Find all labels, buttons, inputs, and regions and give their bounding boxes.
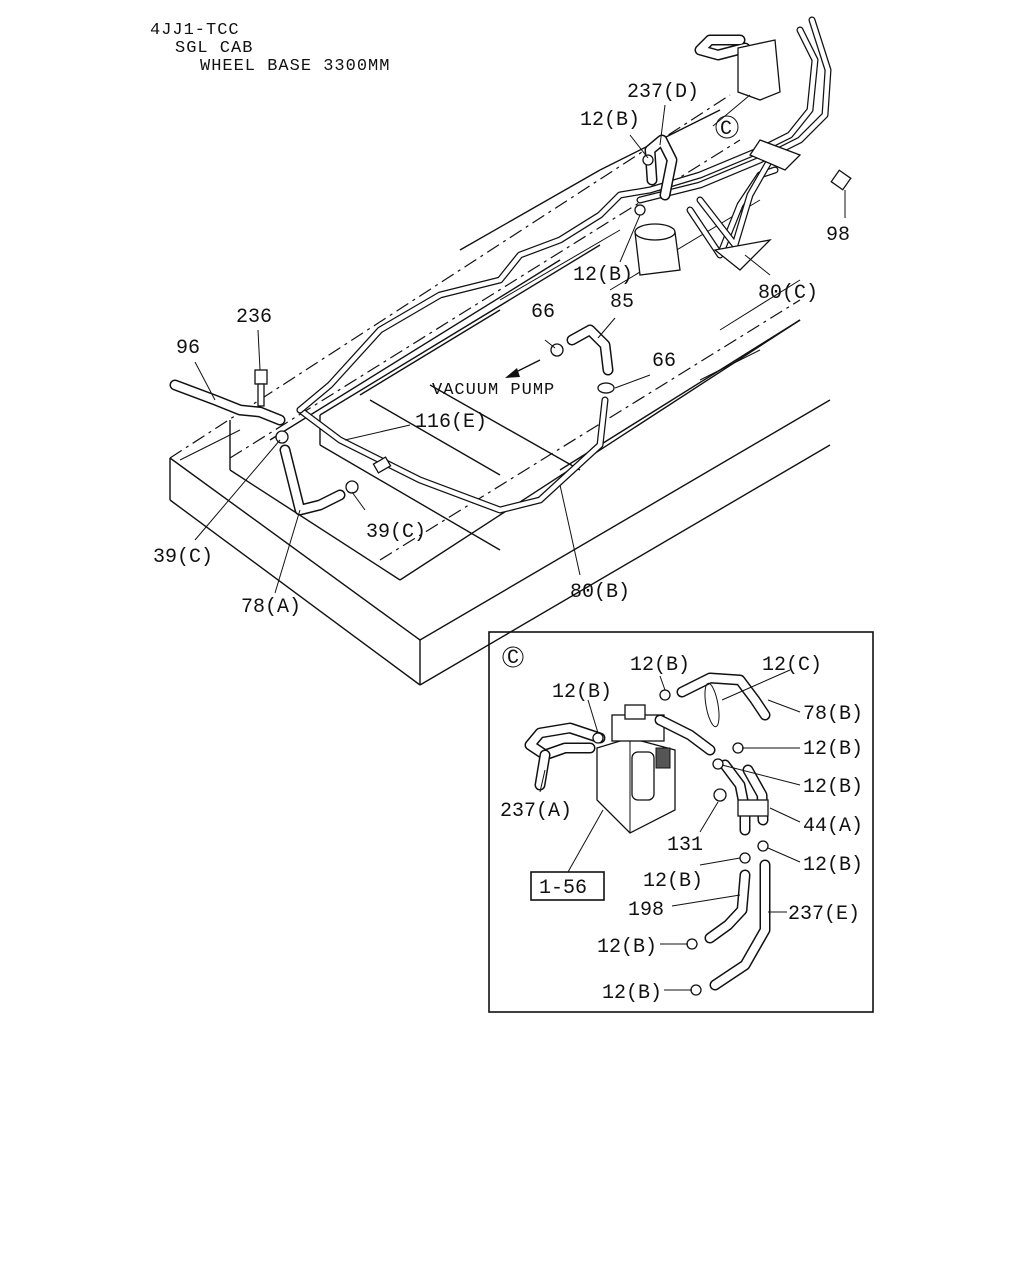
clamp-12b-h-icon (690, 984, 702, 996)
detail-label-12b-e: 12(B) (803, 854, 863, 877)
detail-label-237a: 237(A) (500, 800, 572, 823)
label-39c-right: 39(C) (366, 521, 426, 544)
main-small-parts (254, 39, 852, 494)
clamp-12b-g-icon (686, 938, 698, 950)
detail-label-131: 131 (667, 834, 703, 857)
tee-44a-icon (737, 799, 769, 817)
detail-c-panel-marker-icon (502, 646, 524, 668)
detail-c-panel: C (488, 631, 874, 1013)
label-80c: 80(C) (758, 282, 818, 305)
label-116e: 116(E) (415, 411, 487, 434)
label-66-right: 66 (652, 350, 676, 373)
detail-c-marker-icon (715, 115, 739, 139)
detail-label-198: 198 (628, 899, 664, 922)
header-line-1: 4JJ1-TCC (150, 21, 240, 40)
header-line-3: WHEEL BASE 3300MM (200, 57, 390, 76)
detail-label-12b-h: 12(B) (602, 982, 662, 1005)
clip-12c-icon (704, 682, 720, 728)
detail-label-12b-a: 12(B) (630, 654, 690, 677)
label-78a: 78(A) (241, 596, 301, 619)
ref-box-1-56 (530, 871, 605, 901)
detail-label-12b-c: 12(B) (803, 738, 863, 761)
main-labels: 237(D) 12(B) C 98 12(B) 80(C) 236 96 66 … (153, 81, 850, 619)
detail-label-12b-d: 12(B) (803, 776, 863, 799)
bolt-236-icon (254, 369, 268, 385)
diagram-header: 4JJ1-TCC SGL CAB WHEEL BASE 3300MM (150, 21, 390, 76)
bolt-98-icon (830, 169, 852, 191)
clamp-12b-b-icon (592, 732, 604, 744)
filter-box-icon (737, 39, 781, 101)
label-12b-mid: 12(B) (573, 264, 633, 287)
label-85: 85 (610, 291, 634, 314)
label-236: 236 (236, 306, 272, 329)
detail-label-78b: 78(B) (803, 703, 863, 726)
clip-39c-right-icon (345, 480, 359, 494)
nut-131-icon (713, 788, 727, 802)
clamp-12b-e-icon (757, 840, 769, 852)
clamp-12b-a-icon (659, 689, 671, 701)
vacuum-lines-main (169, 16, 832, 516)
clamp-12b-mid-icon (634, 204, 646, 216)
label-98: 98 (826, 224, 850, 247)
clamp-12b-f-icon (739, 852, 751, 864)
detail-label-237e: 237(E) (788, 903, 860, 926)
detail-label-12b-g: 12(B) (597, 936, 657, 959)
chassis-frame (169, 94, 831, 686)
clamp-12b-c-icon (732, 742, 744, 754)
main-leader-lines (194, 94, 846, 594)
detail-label-12c: 12(C) (762, 654, 822, 677)
ref-box-label: 1-56 (539, 877, 587, 900)
detail-label-12b-b: 12(B) (552, 681, 612, 704)
label-39c-left: 39(C) (153, 546, 213, 569)
label-80b: 80(B) (570, 581, 630, 604)
detail-c-frame (488, 631, 874, 1013)
vacuum-pump-arrow-icon (505, 368, 520, 378)
clamp-12b-top-icon (642, 154, 654, 166)
label-66-left: 66 (531, 301, 555, 324)
detail-label-12b-f: 12(B) (643, 870, 703, 893)
label-vacuum-pump: VACUUM PUMP (432, 381, 555, 400)
detail-c-panel-marker: C (507, 647, 519, 670)
clamp-12b-d-icon (712, 758, 724, 770)
label-96: 96 (176, 337, 200, 360)
clamp-66-right-icon (597, 382, 615, 394)
detail-label-44a: 44(A) (803, 815, 863, 838)
header-line-2: SGL CAB (175, 39, 253, 58)
clip-39c-left-icon (275, 430, 289, 444)
label-12b-top: 12(B) (580, 109, 640, 132)
detail-c-marker: C (720, 118, 732, 141)
label-237d: 237(D) (627, 81, 699, 104)
